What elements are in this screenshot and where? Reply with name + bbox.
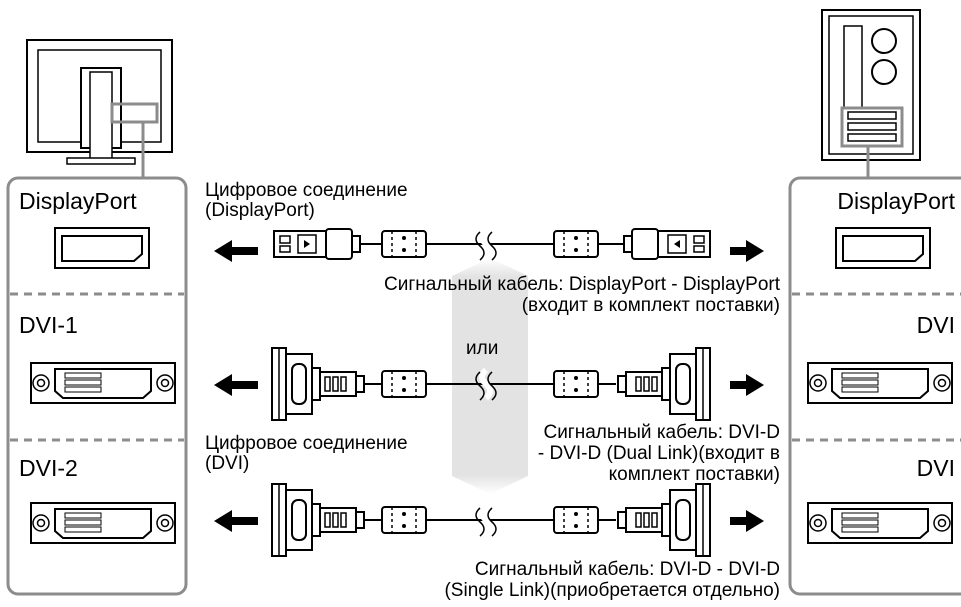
right-port-label-displayport: DisplayPort [837,188,955,214]
dvi-single-cable-label-line2: (Single Link)(приобретается отдельно) [444,580,780,601]
arrow-right-icon [730,374,764,396]
dvi-dual-cable-label-line1: Сигнальный кабель: DVI-D [543,422,780,443]
arrow-left-icon [214,374,258,396]
displayport-cable-label-line1: Сигнальный кабель: DisplayPort - Display… [384,274,780,295]
alternative-band [452,258,528,494]
dvi-group-label-line2: (DVI) [205,453,250,474]
left-port-label-dvi2: DVI-2 [19,455,78,481]
or-label: или [466,338,499,359]
displayport-group-label-line2: (DisplayPort) [205,200,315,221]
dvi-dual-cable-label-line2: - DVI-D (Dual Link)(входит в [537,443,780,464]
left-port-label-dvi1: DVI-1 [19,312,78,338]
arrow-left-icon [214,510,258,532]
dvi-single-cable-label-line1: Сигнальный кабель: DVI-D - DVI-D [474,559,780,580]
right-displayport-socket [835,227,931,269]
arrow-left-icon [214,240,258,262]
displayport-group-label-line1: Цифровое соединение [205,180,408,201]
dvi-single-cable [271,483,711,557]
displayport-cable [273,227,711,261]
dvi-dual-cable [271,347,711,421]
arrow-right-icon [730,510,764,532]
pc-icon [821,9,921,178]
left-port-label-displayport: DisplayPort [19,188,137,214]
right-port-label-dvi-2: DVI [916,455,955,481]
dvi-dual-cable-label-line3: комплект поставки) [608,464,780,485]
monitor-icon [26,39,173,178]
dvi-group-label-line1: Цифровое соединение [205,433,408,454]
left-displayport-socket [54,227,150,269]
displayport-cable-label-line2: (входит в комплект поставки) [521,295,780,316]
arrow-right-icon [730,240,764,262]
right-port-label-dvi-1: DVI [916,312,955,338]
